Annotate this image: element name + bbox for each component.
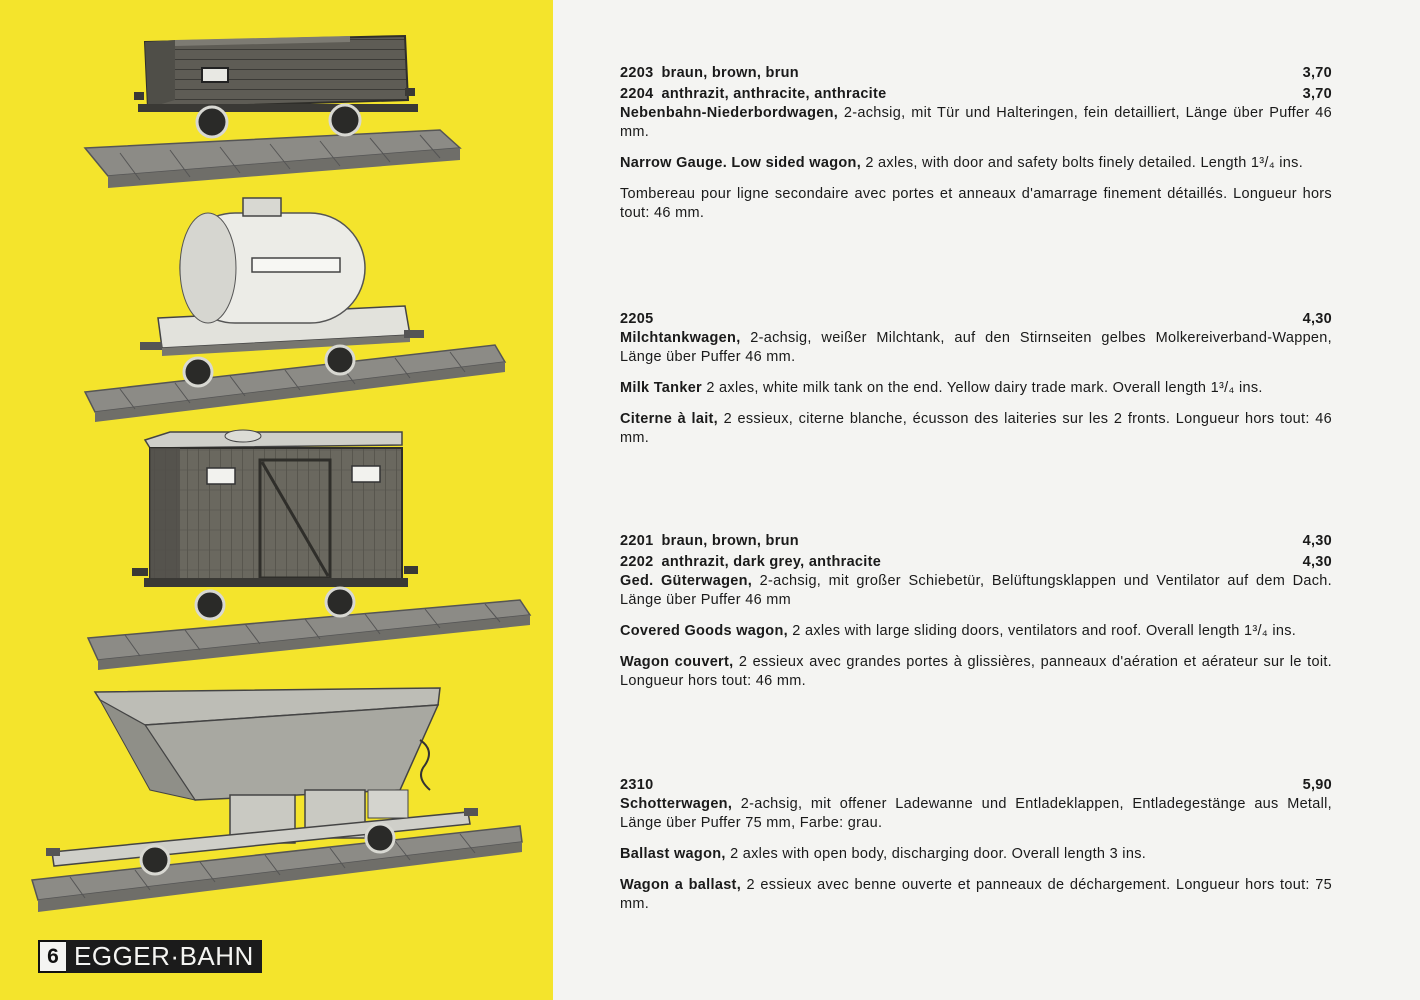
color-variant: anthrazit, dark grey, anthracite: [661, 554, 882, 570]
product-code-row: 2202 anthrazit, dark grey, anthracite 4,3…: [620, 553, 1332, 572]
price: 3,70: [1302, 86, 1332, 102]
product-code-row: 2310 5,90: [620, 776, 1332, 795]
article-number: 2202: [620, 554, 654, 570]
description-french: Wagon couvert, 2 essieux avec grandes po…: [620, 654, 1333, 689]
article-number: 2204: [620, 86, 654, 102]
page-number: 6: [38, 940, 66, 973]
product-code-row: 2205 4,30: [620, 310, 1332, 329]
description-german: Schotterwagen, 2-achsig, mit offener Lad…: [620, 796, 1332, 831]
description-english: Milk Tanker 2 axles, white milk tank on …: [620, 380, 1263, 396]
description-french: Wagon a ballast, 2 essieux avec benne ou…: [620, 877, 1332, 912]
brand-logo: 6 EGGER·BAHN: [38, 940, 262, 973]
price: 4,30: [1302, 533, 1332, 549]
description-french: Citerne à lait, 2 essieux, citerne blanc…: [620, 411, 1332, 446]
product-entry: 2310 5,90 Schotterwagen, 2-achsig, mit o…: [620, 774, 1332, 926]
price: 5,90: [1302, 777, 1332, 793]
product-entry: 2201 braun, brown, brun 4,30 2202 anthrazi…: [620, 530, 1332, 703]
product-entry: 2203 braun, brown, brun 3,70 2204 anthrazi…: [620, 62, 1332, 235]
product-entry: 2205 4,30 Milchtankwagen, 2-achsig, weiß…: [620, 308, 1332, 460]
price: 4,30: [1302, 554, 1332, 570]
milk-tanker-image: [83, 197, 507, 422]
description-english: Covered Goods wagon, 2 axles with large …: [620, 623, 1297, 639]
ballast-wagon-image: [31, 687, 523, 912]
product-photo-panel: 6 EGGER·BAHN: [0, 0, 553, 1000]
product-code-row: 2201 braun, brown, brun 4,30: [620, 532, 1332, 551]
color-variant: braun, brown, brun: [661, 533, 799, 549]
color-variant: braun, brown, brun: [661, 65, 799, 81]
product-code-row: 2204 anthrazit, anthracite, anthracite 3,…: [620, 85, 1332, 104]
covered-goods-wagon-image: [86, 429, 532, 670]
product-code-row: 2203 braun, brown, brun 3,70: [620, 64, 1332, 83]
article-number: 2205: [620, 311, 654, 327]
price: 4,30: [1302, 311, 1332, 327]
low-sided-wagon-image: [83, 34, 462, 188]
price: 3,70: [1302, 65, 1332, 81]
article-number: 2201: [620, 533, 654, 549]
description-german: Nebenbahn-Niederbordwagen, 2-achsig, mit…: [620, 105, 1332, 140]
description-english: Narrow Gauge. Low sided wagon, 2 axles, …: [620, 155, 1304, 171]
brand-name: EGGER·BAHN: [66, 940, 262, 973]
description-german: Ged. Güterwagen, 2-achsig, mit großer Sc…: [620, 573, 1332, 608]
article-number: 2203: [620, 65, 654, 81]
description-french: Tombereau pour ligne secondaire avec por…: [620, 186, 1332, 221]
description-german: Milchtankwagen, 2-achsig, weißer Milchta…: [620, 330, 1332, 365]
wagon-photos: [31, 34, 532, 912]
color-variant: anthrazit, anthracite, anthracite: [661, 86, 887, 102]
description-english: Ballast wagon, 2 axles with open body, d…: [620, 846, 1147, 862]
article-number: 2310: [620, 777, 654, 793]
